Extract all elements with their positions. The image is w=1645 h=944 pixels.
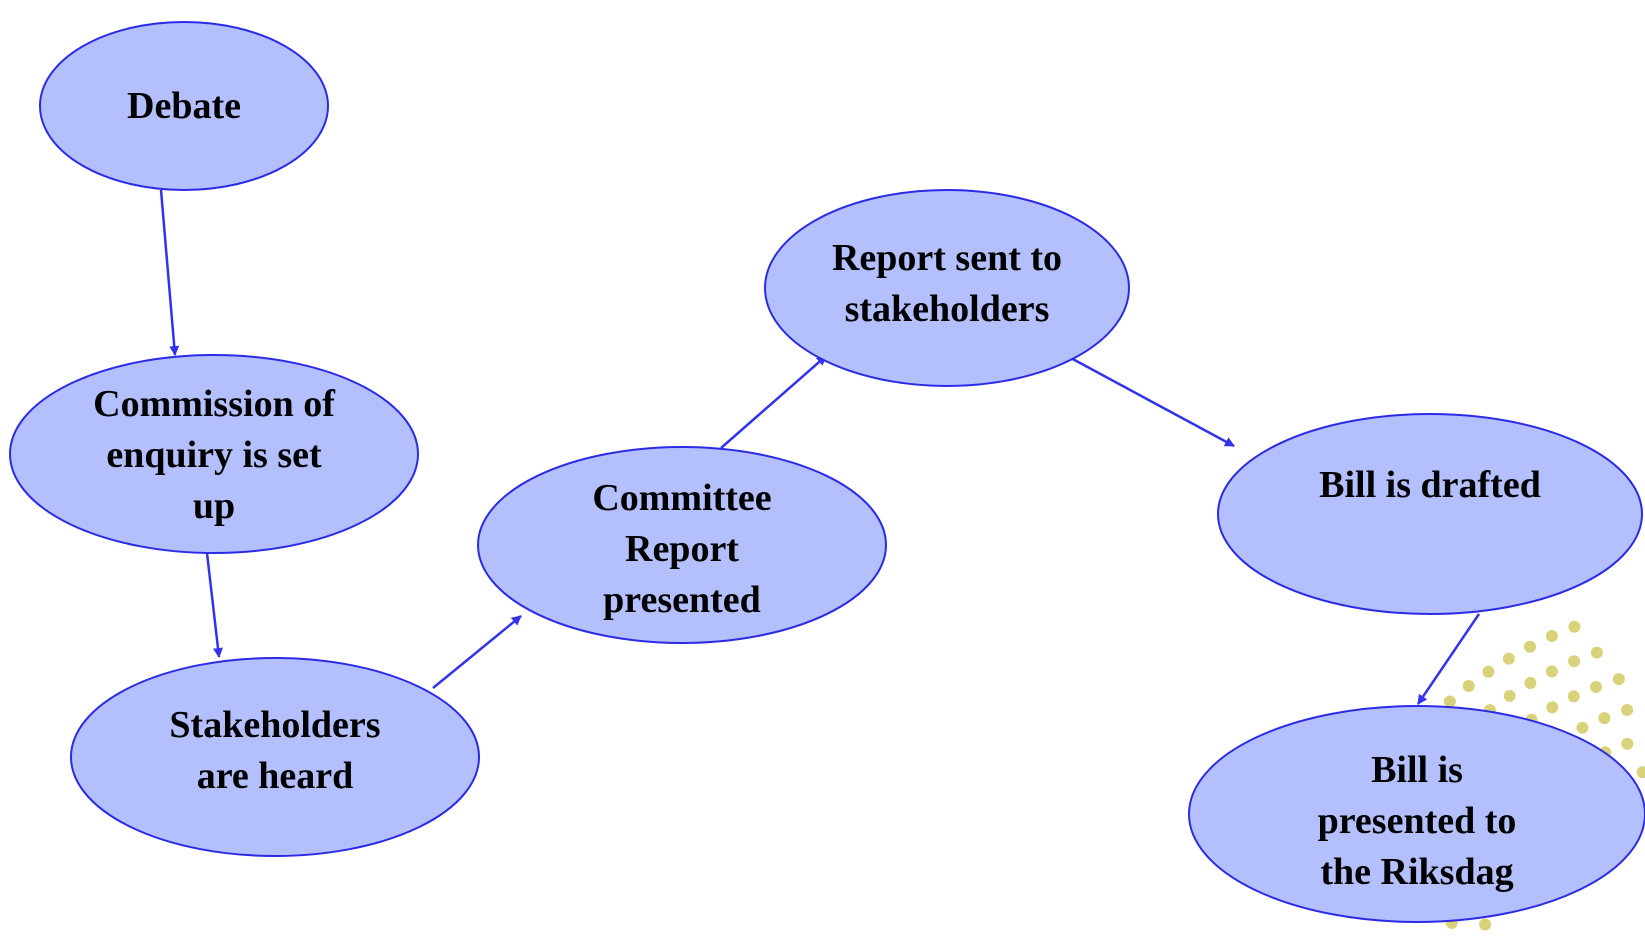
decorative-dot — [1462, 680, 1475, 692]
arrow-commission-to-stakeholders — [205, 552, 223, 658]
decorative-dot — [1545, 630, 1558, 642]
node-report-sent — [764, 189, 1130, 387]
decorative-dot — [1621, 737, 1634, 750]
connector-arrows — [159, 189, 1481, 705]
arrow-report-sent-to-bill-drafted — [1068, 355, 1235, 448]
decorative-dot — [1598, 712, 1611, 725]
decorative-dot — [1568, 655, 1581, 668]
decorative-dot — [1443, 695, 1456, 708]
arrow-bill-drafted-to-bill-presented — [1416, 613, 1481, 705]
decorative-dot — [1590, 646, 1603, 659]
decorative-dot — [1568, 620, 1581, 633]
arrow-stakeholders-to-committee — [432, 615, 522, 689]
node-bill-drafted — [1217, 413, 1643, 615]
arrow-debate-to-commission — [159, 189, 180, 356]
decorative-dot — [1545, 665, 1558, 678]
decorative-dot — [1502, 652, 1515, 665]
decorative-dot — [1567, 690, 1580, 703]
decorative-dot — [1590, 681, 1602, 693]
decorative-dot — [1482, 665, 1495, 678]
decorative-dot — [1636, 766, 1645, 779]
arrow-committee-to-report-sent — [720, 355, 827, 449]
node-committee-report — [477, 446, 887, 644]
node-commission — [9, 354, 419, 554]
decorative-dot — [1503, 689, 1516, 702]
decorative-dot — [1546, 701, 1559, 714]
decorative-dot — [1524, 640, 1536, 653]
decorative-dot — [1621, 704, 1634, 716]
decorative-dot — [1612, 673, 1625, 686]
decorative-dot — [1576, 721, 1589, 734]
node-stakeholders-heard — [70, 657, 480, 857]
node-debate — [39, 21, 329, 191]
decorative-dot — [1479, 918, 1492, 931]
node-bill-presented — [1188, 705, 1645, 923]
decorative-dot — [1524, 677, 1537, 689]
